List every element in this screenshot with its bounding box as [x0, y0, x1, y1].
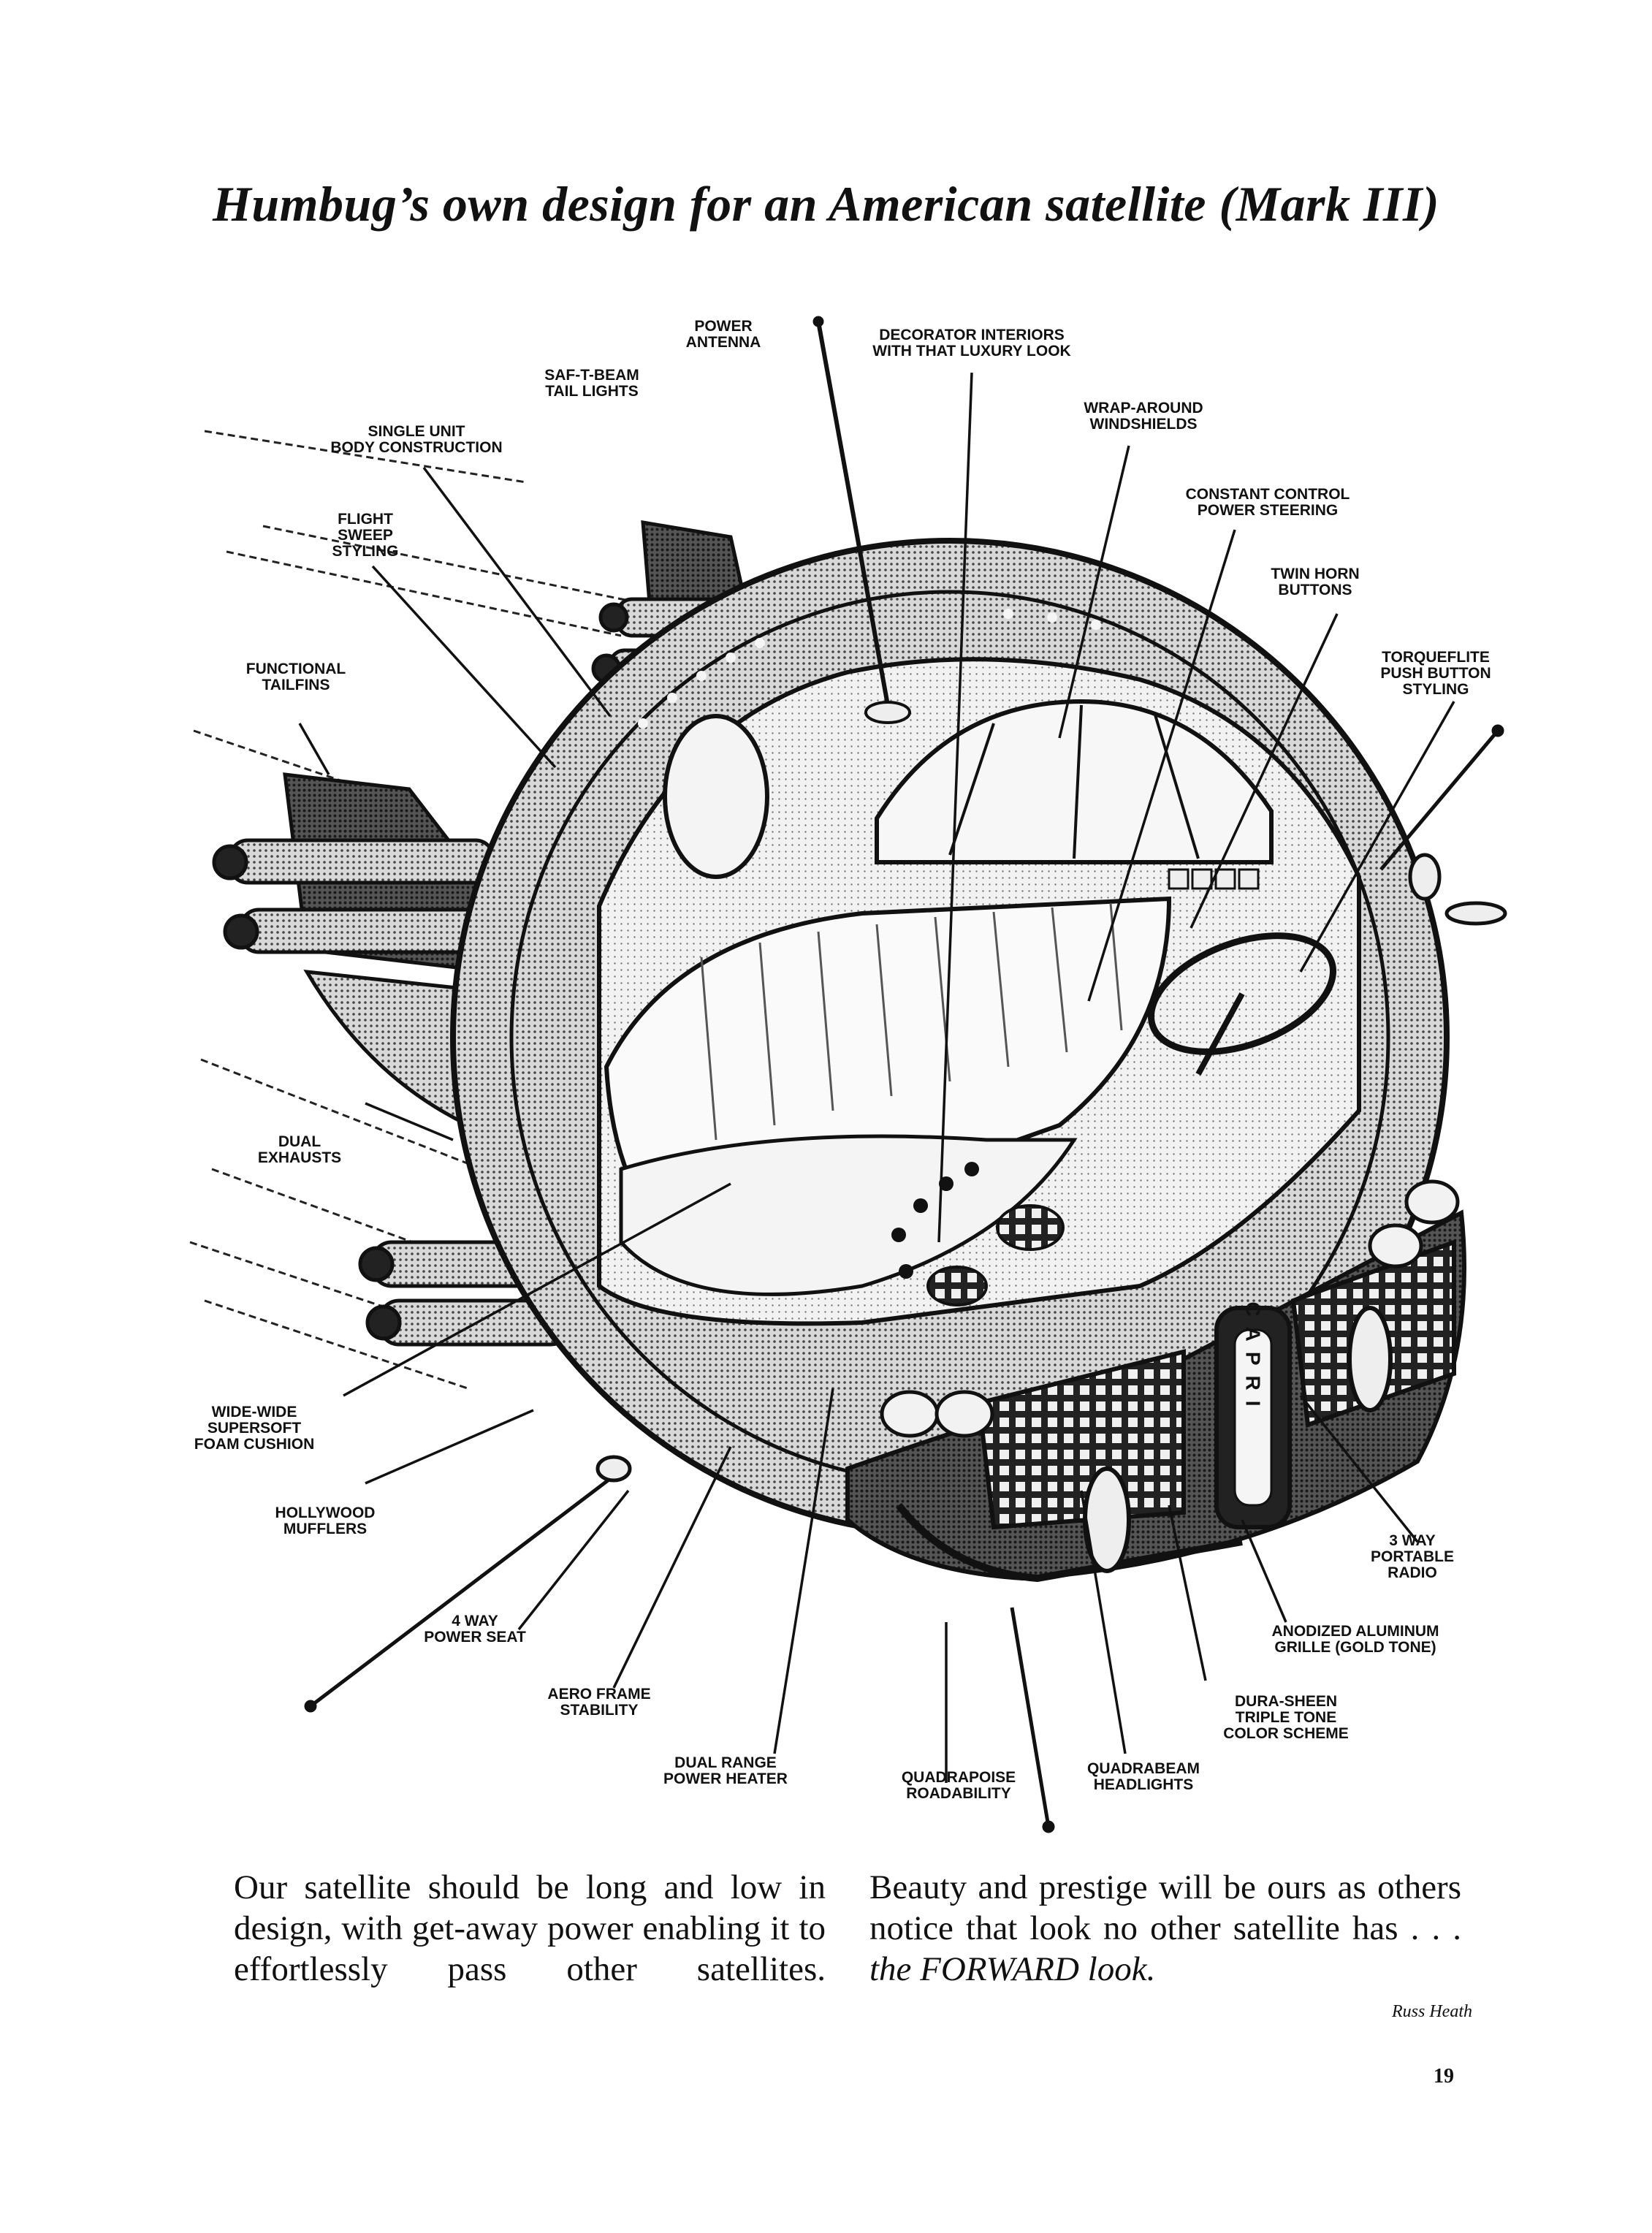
label-power-antenna: POWER ANTENNA — [685, 318, 761, 351]
capri-emblem — [1214, 1306, 1292, 1529]
label-twin-horn: TWIN HORN BUTTONS — [1271, 566, 1360, 598]
label-dura-sheen: DURA-SHEEN TRIPLE TONE COLOR SCHEME — [1223, 1693, 1349, 1742]
body-left-column: Our satellite should be long and low in … — [234, 1868, 826, 1988]
quadrabeam-headlights — [880, 1179, 1460, 1438]
page-number: 19 — [1434, 2065, 1454, 2088]
power-antenna — [812, 316, 911, 724]
page-title: Humbug’s own design for an American sate… — [212, 176, 1440, 232]
forward-look-emphasis: the FORWARD look. — [869, 1950, 1156, 1988]
label-quadrabeam: QUADRABEAM HEADLIGHTS — [1087, 1760, 1200, 1793]
label-four-way-seat: 4 WAY POWER SEAT — [424, 1613, 526, 1646]
body-right-column: Beauty and prestige will be ours as othe… — [869, 1867, 1461, 1990]
front-grille — [845, 1209, 1466, 1583]
label-constant-control: CONSTANT CONTROL POWER STEERING — [1185, 486, 1350, 519]
label-saf-t-beam: SAF-T-BEAM TAIL LIGHTS — [544, 367, 639, 400]
label-torqueflite: TORQUEFLITE PUSH BUTTON STYLING — [1380, 649, 1491, 698]
leader-lines — [298, 372, 1455, 1783]
label-functional-tailfins: FUNCTIONAL TAILFINS — [245, 661, 346, 693]
label-single-unit: SINGLE UNIT BODY CONSTRUCTION — [330, 423, 503, 456]
side-antennas — [304, 724, 1507, 1833]
satellite-body — [450, 538, 1450, 1537]
label-wrap-around: WRAP-AROUND WINDSHIELDS — [1084, 400, 1203, 433]
label-anodized-grille: ANODIZED ALUMINUM GRILLE (GOLD TONE) — [1271, 1623, 1439, 1656]
label-quadrapoise: QUADRAPOISE ROADABILITY — [901, 1769, 1016, 1802]
label-flight-sweep: FLIGHT SWEEP STYLING — [332, 511, 399, 560]
emblem-text: CAPRI — [1242, 1301, 1265, 1416]
label-wide-wide: WIDE-WIDE SUPERSOFT FOAM CUSHION — [194, 1404, 315, 1453]
artist-signature: Russ Heath — [1392, 2002, 1472, 2021]
label-three-way-radio: 3 WAY PORTABLE RADIO — [1371, 1532, 1454, 1581]
label-dual-exhausts: DUAL EXHAUSTS — [257, 1133, 342, 1166]
right-column-intro: Beauty and prestige will be ours as othe… — [869, 1868, 1461, 1947]
label-aero-frame: AERO FRAME STABILITY — [547, 1686, 651, 1719]
label-dual-range: DUAL RANGE POWER HEATER — [663, 1754, 788, 1787]
label-decorator-interiors: DECORATOR INTERIORS WITH THAT LUXURY LOO… — [872, 327, 1071, 360]
label-hollywood-mufflers: HOLLYWOOD MUFFLERS — [275, 1504, 376, 1537]
